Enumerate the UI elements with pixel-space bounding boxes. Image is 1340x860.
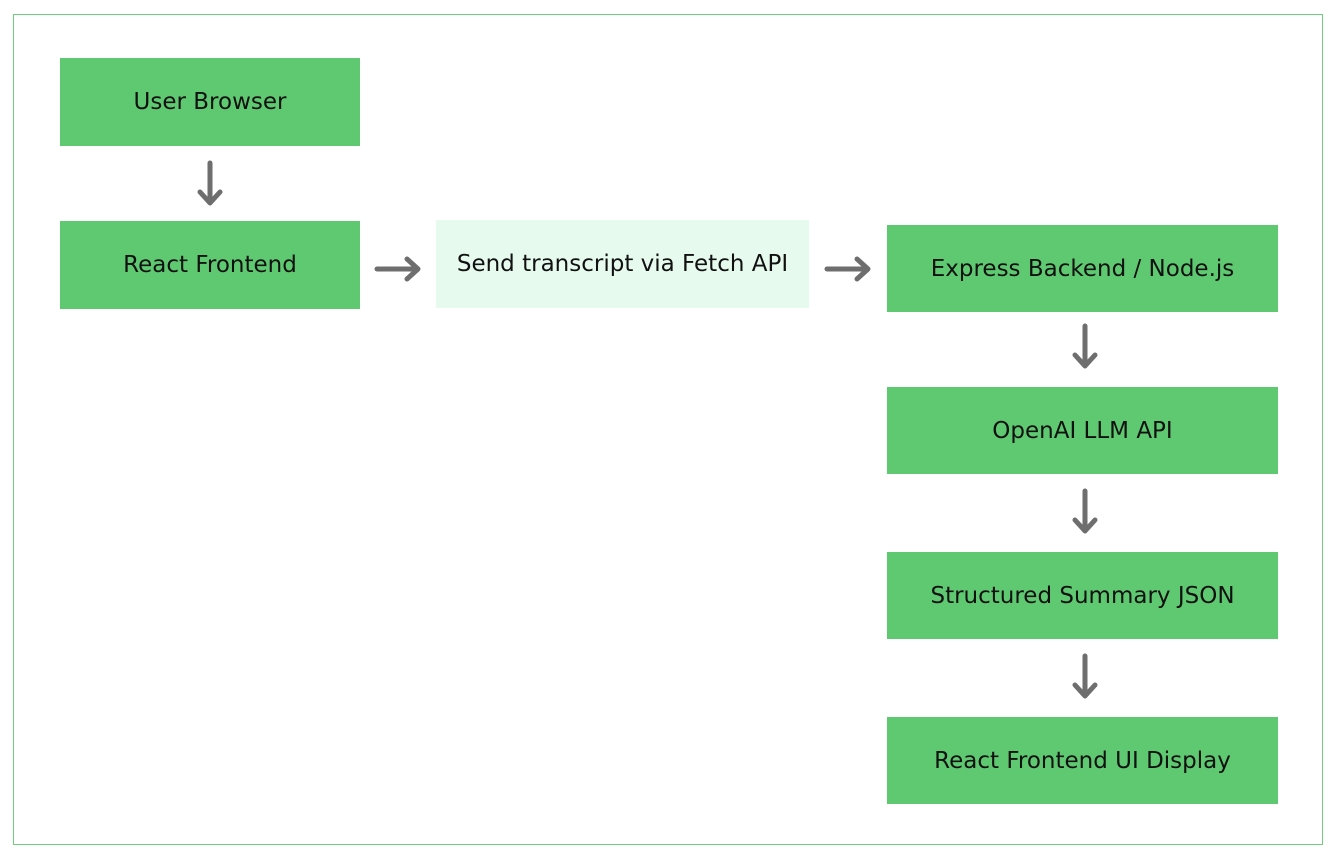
- arrow-right-icon: [374, 256, 421, 282]
- node-react-frontend-ui: React Frontend UI Display: [887, 717, 1278, 804]
- node-send-transcript-label: Send transcript via Fetch API: [456, 251, 789, 277]
- arrow-right-icon: [824, 256, 871, 282]
- node-react-frontend-ui-label: React Frontend UI Display: [934, 747, 1231, 774]
- node-structured-summary: Structured Summary JSON: [887, 552, 1278, 639]
- arrow-down-icon: [197, 160, 223, 206]
- node-send-transcript: Send transcript via Fetch API: [436, 220, 809, 308]
- node-react-frontend: React Frontend: [60, 221, 360, 309]
- node-user-browser-label: User Browser: [133, 89, 287, 115]
- node-express-backend-label: Express Backend / Node.js: [930, 255, 1235, 282]
- arrow-down-icon: [1072, 653, 1098, 699]
- node-user-browser: User Browser: [60, 58, 360, 146]
- diagram-frame: [13, 14, 1323, 845]
- arrow-down-icon: [1072, 323, 1098, 369]
- node-openai-llm: OpenAI LLM API: [887, 387, 1278, 474]
- node-openai-llm-label: OpenAI LLM API: [992, 417, 1173, 444]
- node-express-backend: Express Backend / Node.js: [887, 225, 1278, 312]
- node-structured-summary-label: Structured Summary JSON: [930, 582, 1235, 609]
- node-react-frontend-label: React Frontend: [123, 252, 297, 278]
- arrow-down-icon: [1072, 488, 1098, 534]
